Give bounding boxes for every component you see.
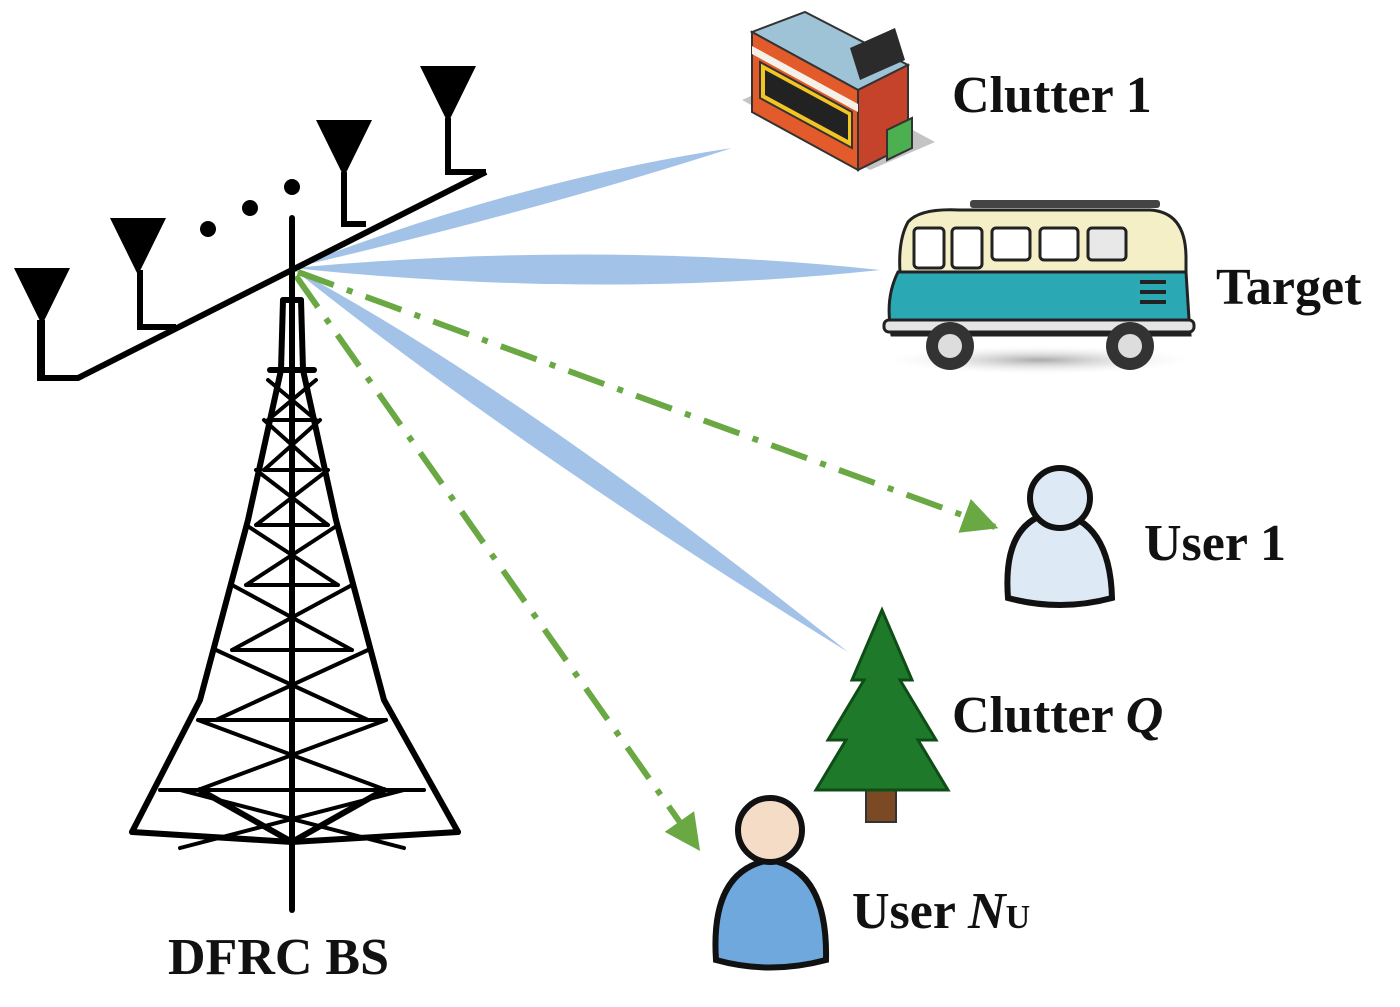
user-1-icon <box>1004 465 1116 608</box>
van-icon <box>882 200 1196 374</box>
antenna-icon <box>110 218 176 330</box>
comm-link-user-nu <box>293 274 701 851</box>
base-station-label: DFRC BS <box>168 929 390 986</box>
base-station-tower <box>129 215 461 913</box>
building-icon <box>742 10 935 172</box>
antenna-icon <box>420 66 486 175</box>
clutter-1-label: Clutter 1 <box>952 67 1152 124</box>
user-nu-label: User NU <box>852 886 1030 938</box>
clutter-q-var: Q <box>1125 687 1164 744</box>
clutter-q-prefix: Clutter <box>952 687 1126 744</box>
user-nu-prefix: User <box>852 883 969 940</box>
antenna-icon <box>14 268 70 378</box>
tree-icon <box>813 606 951 823</box>
beam-to-clutter-1 <box>292 148 732 268</box>
user-nu-sub: U <box>1005 899 1031 936</box>
ellipsis-dots <box>200 179 300 237</box>
user-1-label: User 1 <box>1144 515 1287 572</box>
clutter-q-label: Clutter Q <box>952 690 1163 742</box>
communication-links <box>293 269 999 851</box>
antenna-array <box>14 66 488 381</box>
antenna-icon <box>316 120 372 227</box>
comm-link-user-1 <box>296 269 999 533</box>
user-nu-icon <box>712 795 830 971</box>
user-nu-var: N <box>968 883 1006 940</box>
beam-to-clutter-q <box>292 268 848 652</box>
target-label: Target <box>1216 259 1362 316</box>
sensing-beams <box>292 148 880 652</box>
beam-to-target <box>292 254 880 285</box>
